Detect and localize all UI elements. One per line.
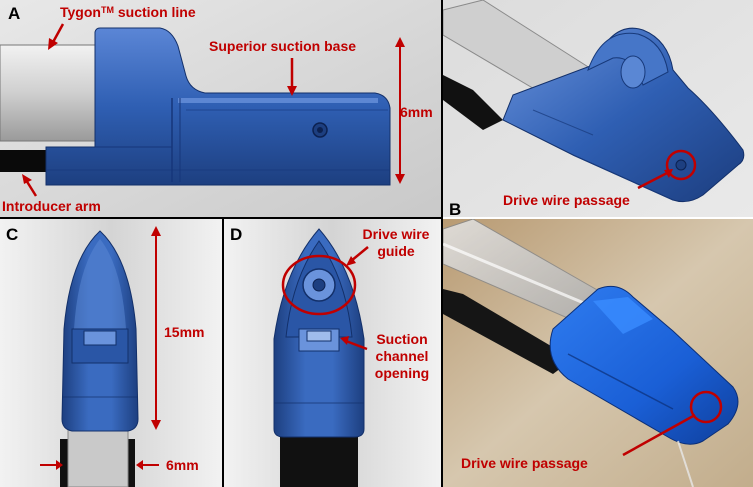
panel-a-letter: A (8, 4, 21, 23)
panel-b: B Drive wire passage (443, 0, 753, 217)
suction-base-body (45, 27, 391, 186)
panel-c: C 15mm 6mm (0, 219, 222, 487)
suction-line2: channel (375, 348, 429, 364)
panel-b-drawing (443, 0, 753, 217)
arm-d (280, 434, 358, 487)
suction-channel-label: Suction channel opening (366, 331, 438, 382)
drive-wire-guide-label: Drive wire guide (355, 226, 437, 260)
length-label: 15mm (164, 324, 205, 340)
panel-c-drawing (0, 219, 222, 487)
arm-photo (443, 289, 573, 374)
guide-line1: Drive wire (362, 226, 430, 242)
panel-a-drawing (0, 0, 441, 217)
tygon-suction-line-label: TygonTM suction line (60, 4, 196, 21)
panel-a: A TygonTM suction line Superior suction … (0, 0, 441, 217)
panel-c-letter: C (6, 225, 19, 244)
drive-wire-highlight-photo (689, 390, 723, 424)
arm-b (443, 75, 503, 130)
tygon-trademark: TM (100, 5, 114, 15)
panel-b-letter: B (449, 200, 462, 217)
vertical-divider-cd (222, 218, 224, 487)
base-body-b (502, 27, 745, 203)
panel-d-drawing (224, 219, 441, 487)
tygon-suffix: suction line (113, 4, 196, 20)
width-label: 6mm (166, 457, 199, 473)
drive-wire-passage-label-b: Drive wire passage (503, 192, 630, 208)
suction-line1: Suction (376, 331, 428, 347)
panel-photo-drawing (443, 219, 753, 487)
introducer-arm (0, 150, 60, 172)
vertical-divider (441, 0, 443, 487)
panel-photo: Drive wire passage (443, 219, 753, 487)
drive-wire-passage-label-photo: Drive wire passage (461, 455, 588, 471)
panel-d-letter: D (230, 225, 243, 244)
height-label: 6mm (400, 104, 433, 120)
introducer-arm-label: Introducer arm (2, 198, 101, 214)
panel-d: D Drive wire guide Suction channel openi… (224, 219, 441, 487)
suction-line3: opening (374, 365, 430, 381)
guide-line2: guide (377, 243, 415, 259)
drive-wire-hole-b (675, 159, 687, 171)
drive-wire-highlight-b (665, 149, 697, 181)
horizontal-divider-left (0, 217, 442, 219)
tygon-prefix: Tygon (60, 4, 101, 20)
drive-wire-guide-highlight (281, 254, 357, 316)
superior-suction-base-label: Superior suction base (209, 38, 357, 54)
